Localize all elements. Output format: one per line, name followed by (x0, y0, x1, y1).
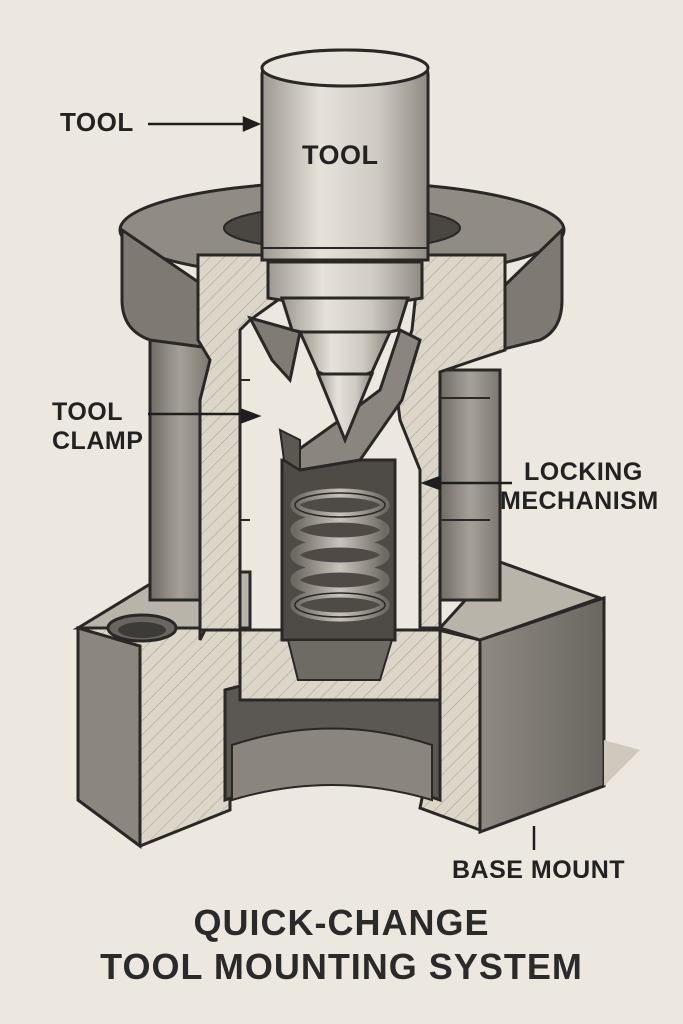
diagram-title-line2: TOOL MOUNTING SYSTEM (100, 946, 583, 987)
locking-mechanism-label: LOCKING MECHANISM (500, 458, 666, 516)
leader-lines (148, 116, 536, 850)
tool-clamp-label: TOOL CLAMP (52, 398, 143, 456)
base-mount-block (72, 560, 606, 849)
tool-shaft-label: TOOL (302, 140, 379, 170)
clamp-jaws (247, 315, 422, 472)
locking-label-line2: MECHANISM (500, 486, 659, 515)
base-cavity (223, 673, 442, 803)
spring (290, 488, 390, 622)
tool-clamp-label-line1: TOOL (52, 398, 123, 426)
ground-shadow (604, 740, 640, 786)
locking-label-line1: LOCKING (524, 458, 643, 486)
tool-clamp-label-line2: CLAMP (52, 426, 144, 455)
diagram-title-line1: QUICK-CHANGE (193, 902, 490, 943)
housing-body (148, 288, 502, 641)
tool-shank (260, 48, 430, 444)
tool-label: TOOL (60, 107, 134, 137)
base-mount-label: BASE MOUNT (452, 856, 626, 884)
